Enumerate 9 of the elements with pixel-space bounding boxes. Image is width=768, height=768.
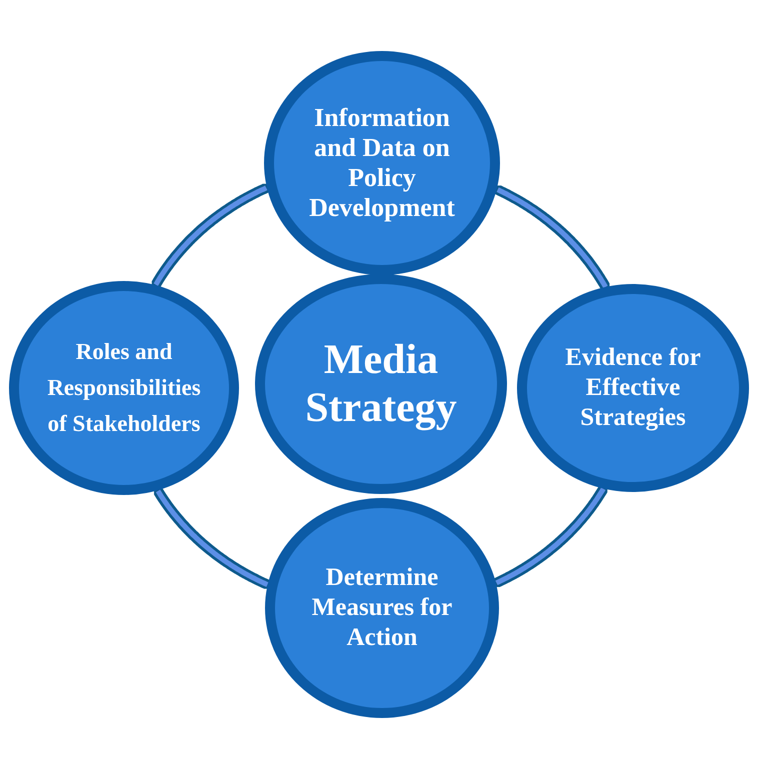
ring-connector — [156, 490, 268, 587]
node-label: Media Strategy — [304, 336, 458, 432]
ring-connector — [496, 187, 608, 288]
node-label: Determine Measures for Action — [310, 563, 454, 653]
ring-connector — [495, 488, 606, 586]
ring-connector — [154, 186, 268, 286]
node-label: Evidence for Effective Strategies — [564, 343, 702, 433]
node-label: Information and Data on Policy Development — [308, 103, 456, 223]
node-label: Roles and Responsibilities of Stakeholders — [46, 338, 202, 438]
